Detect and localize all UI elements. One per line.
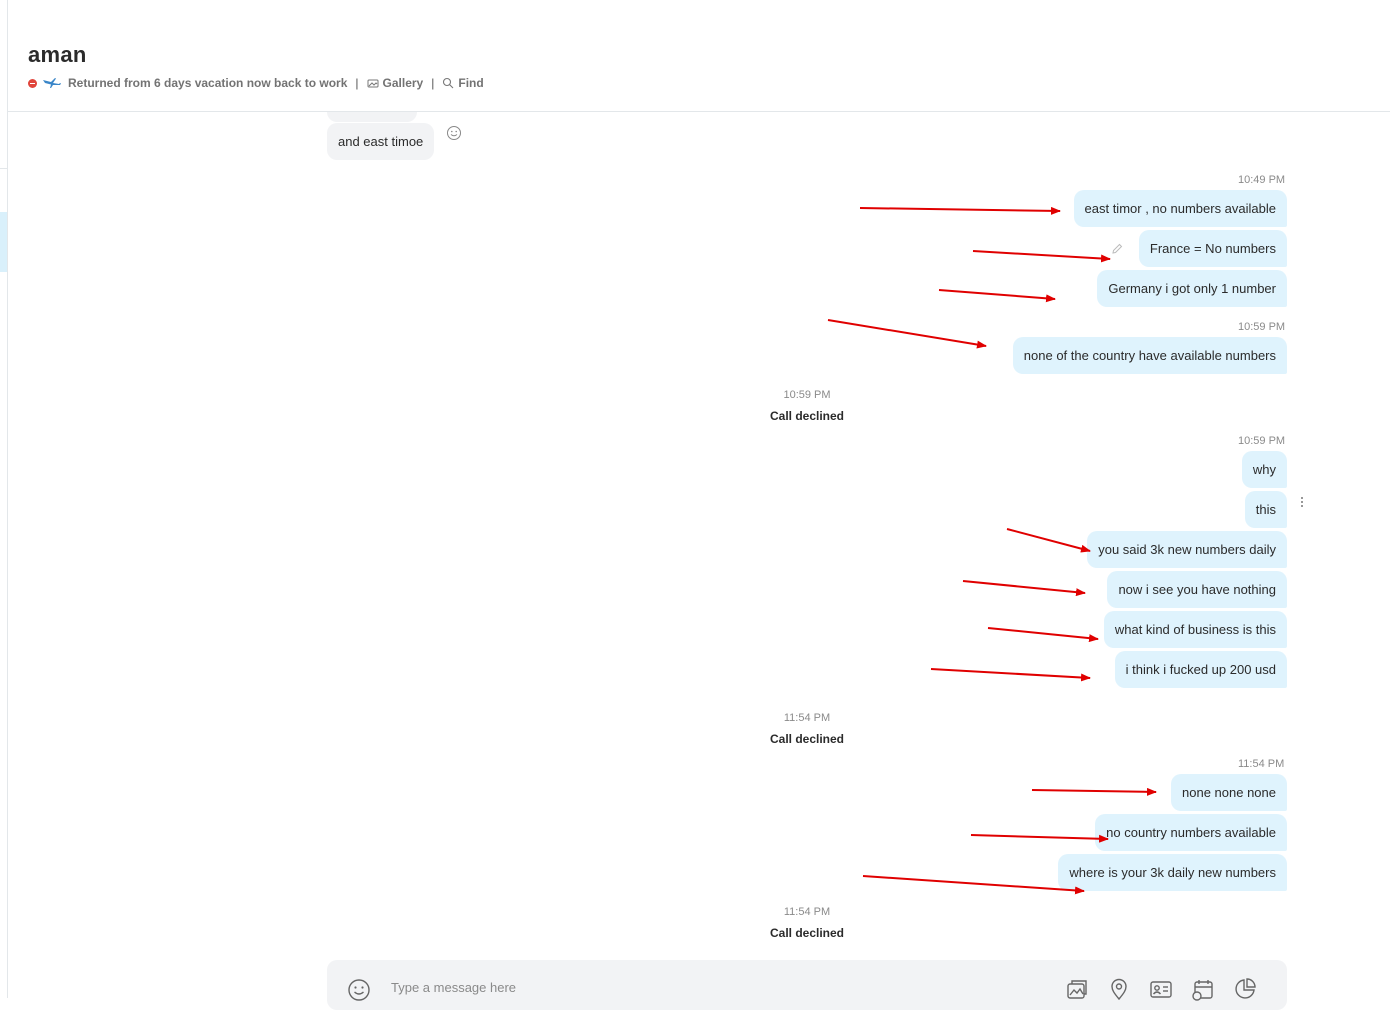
separator: |: [431, 76, 435, 90]
rail-divider: [0, 168, 7, 169]
call-declined-notice: Call declined: [769, 926, 845, 940]
media-icon[interactable]: [1065, 977, 1089, 1001]
composer-tools: [1065, 977, 1257, 1001]
outgoing-message[interactable]: you said 3k new numbers daily: [1087, 531, 1287, 568]
chat-subheader: Returned from 6 days vacation now back t…: [28, 76, 484, 90]
outgoing-message[interactable]: France = No numbers: [1138, 230, 1287, 267]
schedule-icon[interactable]: [1191, 977, 1215, 1001]
call-time: 11:54 PM: [783, 712, 831, 724]
call-time: 11:54 PM: [783, 906, 831, 918]
outgoing-message[interactable]: this: [1244, 491, 1287, 528]
message-timestamp: 10:59 PM: [1238, 435, 1286, 447]
left-rail: [0, 0, 8, 998]
call-time: 10:59 PM: [783, 389, 831, 401]
poll-icon[interactable]: [1233, 977, 1257, 1001]
contact-name[interactable]: aman: [28, 42, 87, 67]
outgoing-message[interactable]: east timor , no numbers available: [1073, 190, 1287, 227]
more-options-icon[interactable]: [1299, 497, 1305, 511]
outgoing-message[interactable]: where is your 3k daily new numbers: [1058, 854, 1287, 891]
message-composer: [327, 960, 1287, 1010]
search-icon: [443, 77, 454, 89]
message-timestamp: 10:49 PM: [1238, 174, 1286, 186]
outgoing-message[interactable]: none of the country have available numbe…: [1012, 337, 1287, 374]
outgoing-message[interactable]: why: [1241, 451, 1287, 488]
edit-icon[interactable]: [1110, 242, 1124, 256]
message-timestamp: 10:59 PM: [1238, 321, 1286, 333]
incoming-message-partial[interactable]: [327, 112, 417, 122]
outgoing-message[interactable]: no country numbers available: [1095, 814, 1287, 851]
incoming-message[interactable]: and east timoe: [327, 123, 435, 160]
message-input[interactable]: [389, 978, 993, 997]
chat-header: aman Returned from 6 days vacation now b…: [8, 0, 1390, 112]
airplane-icon: [43, 78, 61, 88]
outgoing-message[interactable]: what kind of business is this: [1103, 611, 1287, 648]
message-list[interactable]: and east timoe 10:49 PM east timor , no …: [8, 112, 1390, 952]
mood-message: Returned from 6 days vacation now back t…: [68, 76, 348, 90]
contact-card-icon[interactable]: [1149, 977, 1173, 1001]
outgoing-message[interactable]: none none none: [1171, 774, 1287, 811]
outgoing-message[interactable]: Germany i got only 1 number: [1097, 270, 1287, 307]
selected-chat-indicator[interactable]: [0, 212, 7, 272]
message-timestamp: 11:54 PM: [1238, 758, 1285, 770]
gallery-icon: [367, 79, 379, 87]
outgoing-message[interactable]: i think i fucked up 200 usd: [1114, 651, 1287, 688]
emoji-icon[interactable]: [446, 125, 462, 141]
call-declined-notice: Call declined: [769, 409, 845, 423]
emoji-icon[interactable]: [347, 978, 371, 1002]
busy-status-icon: [28, 78, 37, 88]
separator: |: [355, 76, 359, 90]
location-icon[interactable]: [1107, 977, 1131, 1001]
find-label: Find: [458, 76, 484, 90]
outgoing-message[interactable]: now i see you have nothing: [1107, 571, 1287, 608]
gallery-label: Gallery: [382, 76, 424, 90]
find-button[interactable]: Find: [442, 76, 484, 90]
call-declined-notice: Call declined: [769, 732, 845, 746]
gallery-button[interactable]: Gallery: [367, 76, 424, 90]
